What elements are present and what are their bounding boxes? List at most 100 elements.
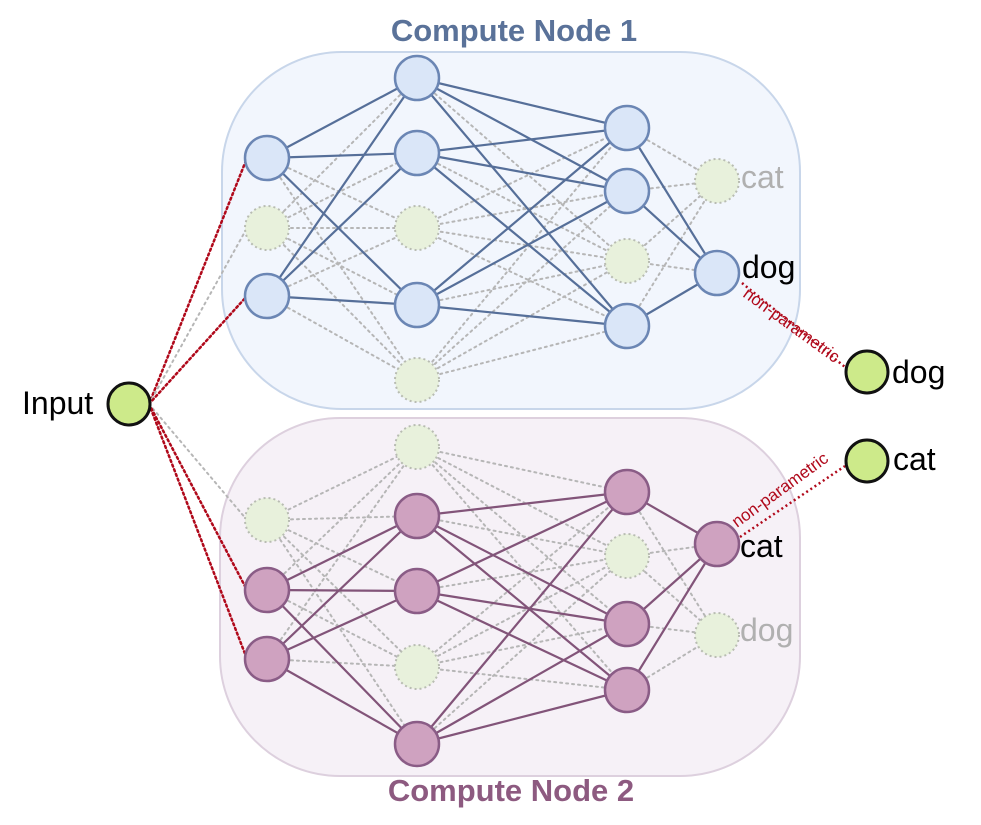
- node1-edge-inactive: [266, 152, 418, 229]
- node1-neuron-l0-1-inactive: [244, 205, 290, 251]
- node2-edge-inactive: [416, 515, 628, 557]
- node1-edge-inactive: [266, 157, 418, 381]
- node2-edge-inactive: [266, 446, 418, 521]
- node2-edge-active: [415, 622, 629, 746]
- node2-edge-inactive: [416, 446, 628, 691]
- node2-neuron-l1-3-inactive: [394, 644, 440, 690]
- node1-edge-active: [415, 76, 629, 193]
- node1-edge-active: [265, 156, 419, 307]
- final-output-dog-node: [844, 349, 890, 395]
- node1-edge-inactive: [416, 227, 628, 327]
- compute-node-1-title: Compute Node 1: [391, 13, 637, 48]
- node-2-output-cat-label: cat: [740, 528, 783, 564]
- node2-neuron-l1-4: [393, 720, 441, 768]
- node1-edge-inactive: [416, 260, 628, 381]
- node1-neuron-l0-0: [243, 134, 291, 182]
- node2-edge-inactive: [266, 446, 418, 591]
- node1-edge-inactive: [266, 157, 418, 229]
- node2-edge-inactive: [416, 446, 628, 625]
- node2-input-link-1: [147, 402, 249, 592]
- node2-edge-inactive: [416, 623, 628, 668]
- node1-neuron-l1-2-inactive: [394, 205, 440, 251]
- node1-edge-active: [415, 151, 629, 328]
- node1-edge-inactive: [416, 127, 628, 229]
- node1-input-link-0: [147, 156, 249, 406]
- node2-edge-active: [265, 588, 419, 593]
- node2-edge-inactive: [266, 519, 418, 592]
- node2-edge-inactive: [416, 666, 628, 691]
- node1-edge-active: [415, 303, 629, 328]
- node1-edge-inactive: [416, 325, 628, 381]
- node2-edge-active: [265, 589, 419, 661]
- node2-edge-active: [265, 657, 419, 746]
- node1-edge-inactive: [416, 227, 628, 262]
- node-1-output-cat-label: cat: [741, 159, 784, 195]
- node2-edge-inactive: [416, 555, 628, 745]
- node2-neuron-l2-1-inactive: [604, 533, 650, 579]
- node1-neuron-l3-1: [693, 249, 741, 297]
- node1-neuron-l2-0: [603, 104, 651, 152]
- node1-edge-inactive: [416, 77, 628, 262]
- node2-neuron-l1-1: [393, 492, 441, 540]
- node1-edge-inactive: [266, 77, 418, 229]
- node1-edge-active: [415, 189, 629, 307]
- node1-neuron-l2-2-inactive: [604, 238, 650, 284]
- node1-edge-inactive: [416, 260, 628, 306]
- node2-edge-inactive: [266, 519, 418, 668]
- node2-edge-inactive: [416, 555, 628, 668]
- node1-neuron-l2-1: [603, 167, 651, 215]
- non-parametric-link-cat: [739, 464, 846, 539]
- final-output-cat-label: cat: [893, 441, 936, 477]
- node2-edge-inactive: [416, 446, 628, 557]
- node1-edge-active: [265, 294, 419, 307]
- input-output-links: [147, 156, 846, 661]
- node2-edge-inactive: [416, 555, 628, 592]
- node1-edge-active: [415, 76, 629, 328]
- node-1-output-dog-label: dog: [742, 249, 795, 285]
- node1-edge-inactive: [416, 190, 628, 381]
- node1-neuron-l1-3: [393, 281, 441, 329]
- node1-edge-inactive: [416, 127, 628, 381]
- node2-neuron-l0-2: [243, 635, 291, 683]
- node2-neuron-l2-0: [603, 468, 651, 516]
- node2-edge-active: [415, 490, 629, 746]
- node2-neuron-l2-3: [603, 666, 651, 714]
- node1-neuron-l0-2: [243, 272, 291, 320]
- compute-node-2-panel: [219, 417, 801, 777]
- node1-edge-active: [265, 76, 419, 298]
- node2-edge-inactive: [266, 658, 418, 668]
- node2-edge-active: [415, 490, 629, 518]
- node2-edge-active: [265, 514, 419, 592]
- node2-edge-inactive: [416, 446, 628, 493]
- node1-edge-active: [265, 151, 419, 298]
- node1-edge-active: [265, 76, 419, 160]
- node1-input-link-2: [147, 294, 249, 406]
- node2-neuron-l2-2: [603, 600, 651, 648]
- non-parametric-link-dog: [741, 282, 846, 368]
- node1-edge-active: [415, 151, 629, 193]
- node2-edge-active: [265, 588, 419, 746]
- node1-edge-active: [265, 151, 419, 160]
- node2-edge-inactive: [266, 446, 418, 660]
- final-output-dog-label: dog: [892, 354, 945, 390]
- input-node: [106, 381, 152, 427]
- node1-neuron-l1-0: [393, 54, 441, 102]
- node1-edge-inactive: [266, 227, 418, 306]
- neurons: [106, 54, 890, 768]
- node2-edge-active: [625, 542, 719, 692]
- node1-edge-active: [415, 76, 629, 130]
- node1-edge-inactive: [626, 180, 718, 327]
- node2-edge-active: [415, 514, 629, 692]
- node2-neuron-l1-2: [393, 567, 441, 615]
- node2-neuron-l1-0-inactive: [394, 424, 440, 470]
- node2-neuron-l3-1-inactive: [694, 612, 740, 658]
- node1-edge-active: [415, 126, 629, 307]
- node1-edge-inactive: [266, 227, 418, 381]
- node1-neuron-l1-1: [393, 129, 441, 177]
- node1-edge-inactive: [266, 227, 418, 297]
- node2-neuron-l3-0: [693, 520, 741, 568]
- node1-edge-active: [625, 126, 719, 275]
- node2-edge-active: [415, 514, 629, 626]
- node2-edge-inactive: [626, 491, 718, 636]
